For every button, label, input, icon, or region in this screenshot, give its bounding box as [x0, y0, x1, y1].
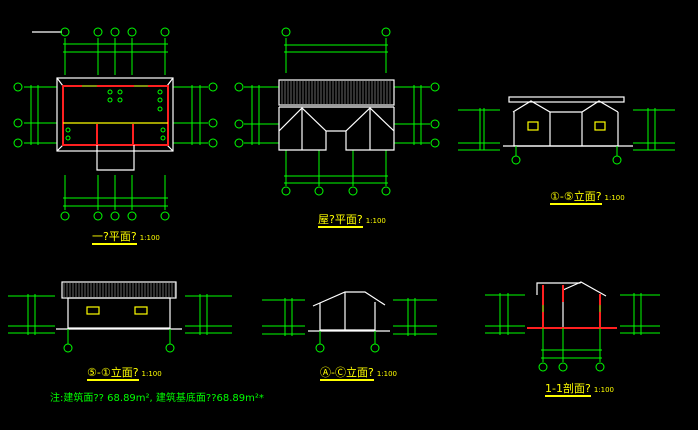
elevation-5-1: [8, 281, 232, 353]
floor-plan-title: 一?平面?1:100: [92, 228, 160, 245]
title-text: Ⓐ-Ⓒ立面?: [320, 366, 374, 381]
section-1-1-title: 1-1剖面?1:100: [545, 380, 614, 397]
section-1-1: [485, 281, 660, 372]
title-text: ①-⑤立面?: [550, 190, 602, 205]
title-text: ⑤-①立面?: [87, 366, 139, 381]
scale-text: 1:100: [376, 370, 397, 378]
roof-plan: [234, 27, 440, 196]
area-note: 注:建筑面?? 68.89m², 建筑基底面??68.89m²*: [50, 393, 264, 404]
elevation-a-c-title: Ⓐ-Ⓒ立面?1:100: [320, 364, 397, 381]
roof-plan-title: 屋?平面?1:100: [318, 211, 386, 228]
title-text: 1-1剖面?: [545, 382, 591, 397]
elevation-a-c: [262, 291, 437, 353]
scale-text: 1:100: [604, 194, 625, 202]
title-text: 一?平面?: [92, 230, 137, 245]
elevation-5-1-title: ⑤-①立面?1:100: [87, 364, 162, 381]
scale-text: 1:100: [365, 217, 386, 225]
scale-text: 1:100: [139, 234, 160, 242]
scale-text: 1:100: [593, 386, 614, 394]
floor-plan: [13, 27, 218, 221]
elevation-1-5-title: ①-⑤立面?1:100: [550, 188, 625, 205]
title-text: 屋?平面?: [318, 213, 363, 228]
elevation-1-5: [458, 96, 675, 165]
scale-text: 1:100: [141, 370, 162, 378]
